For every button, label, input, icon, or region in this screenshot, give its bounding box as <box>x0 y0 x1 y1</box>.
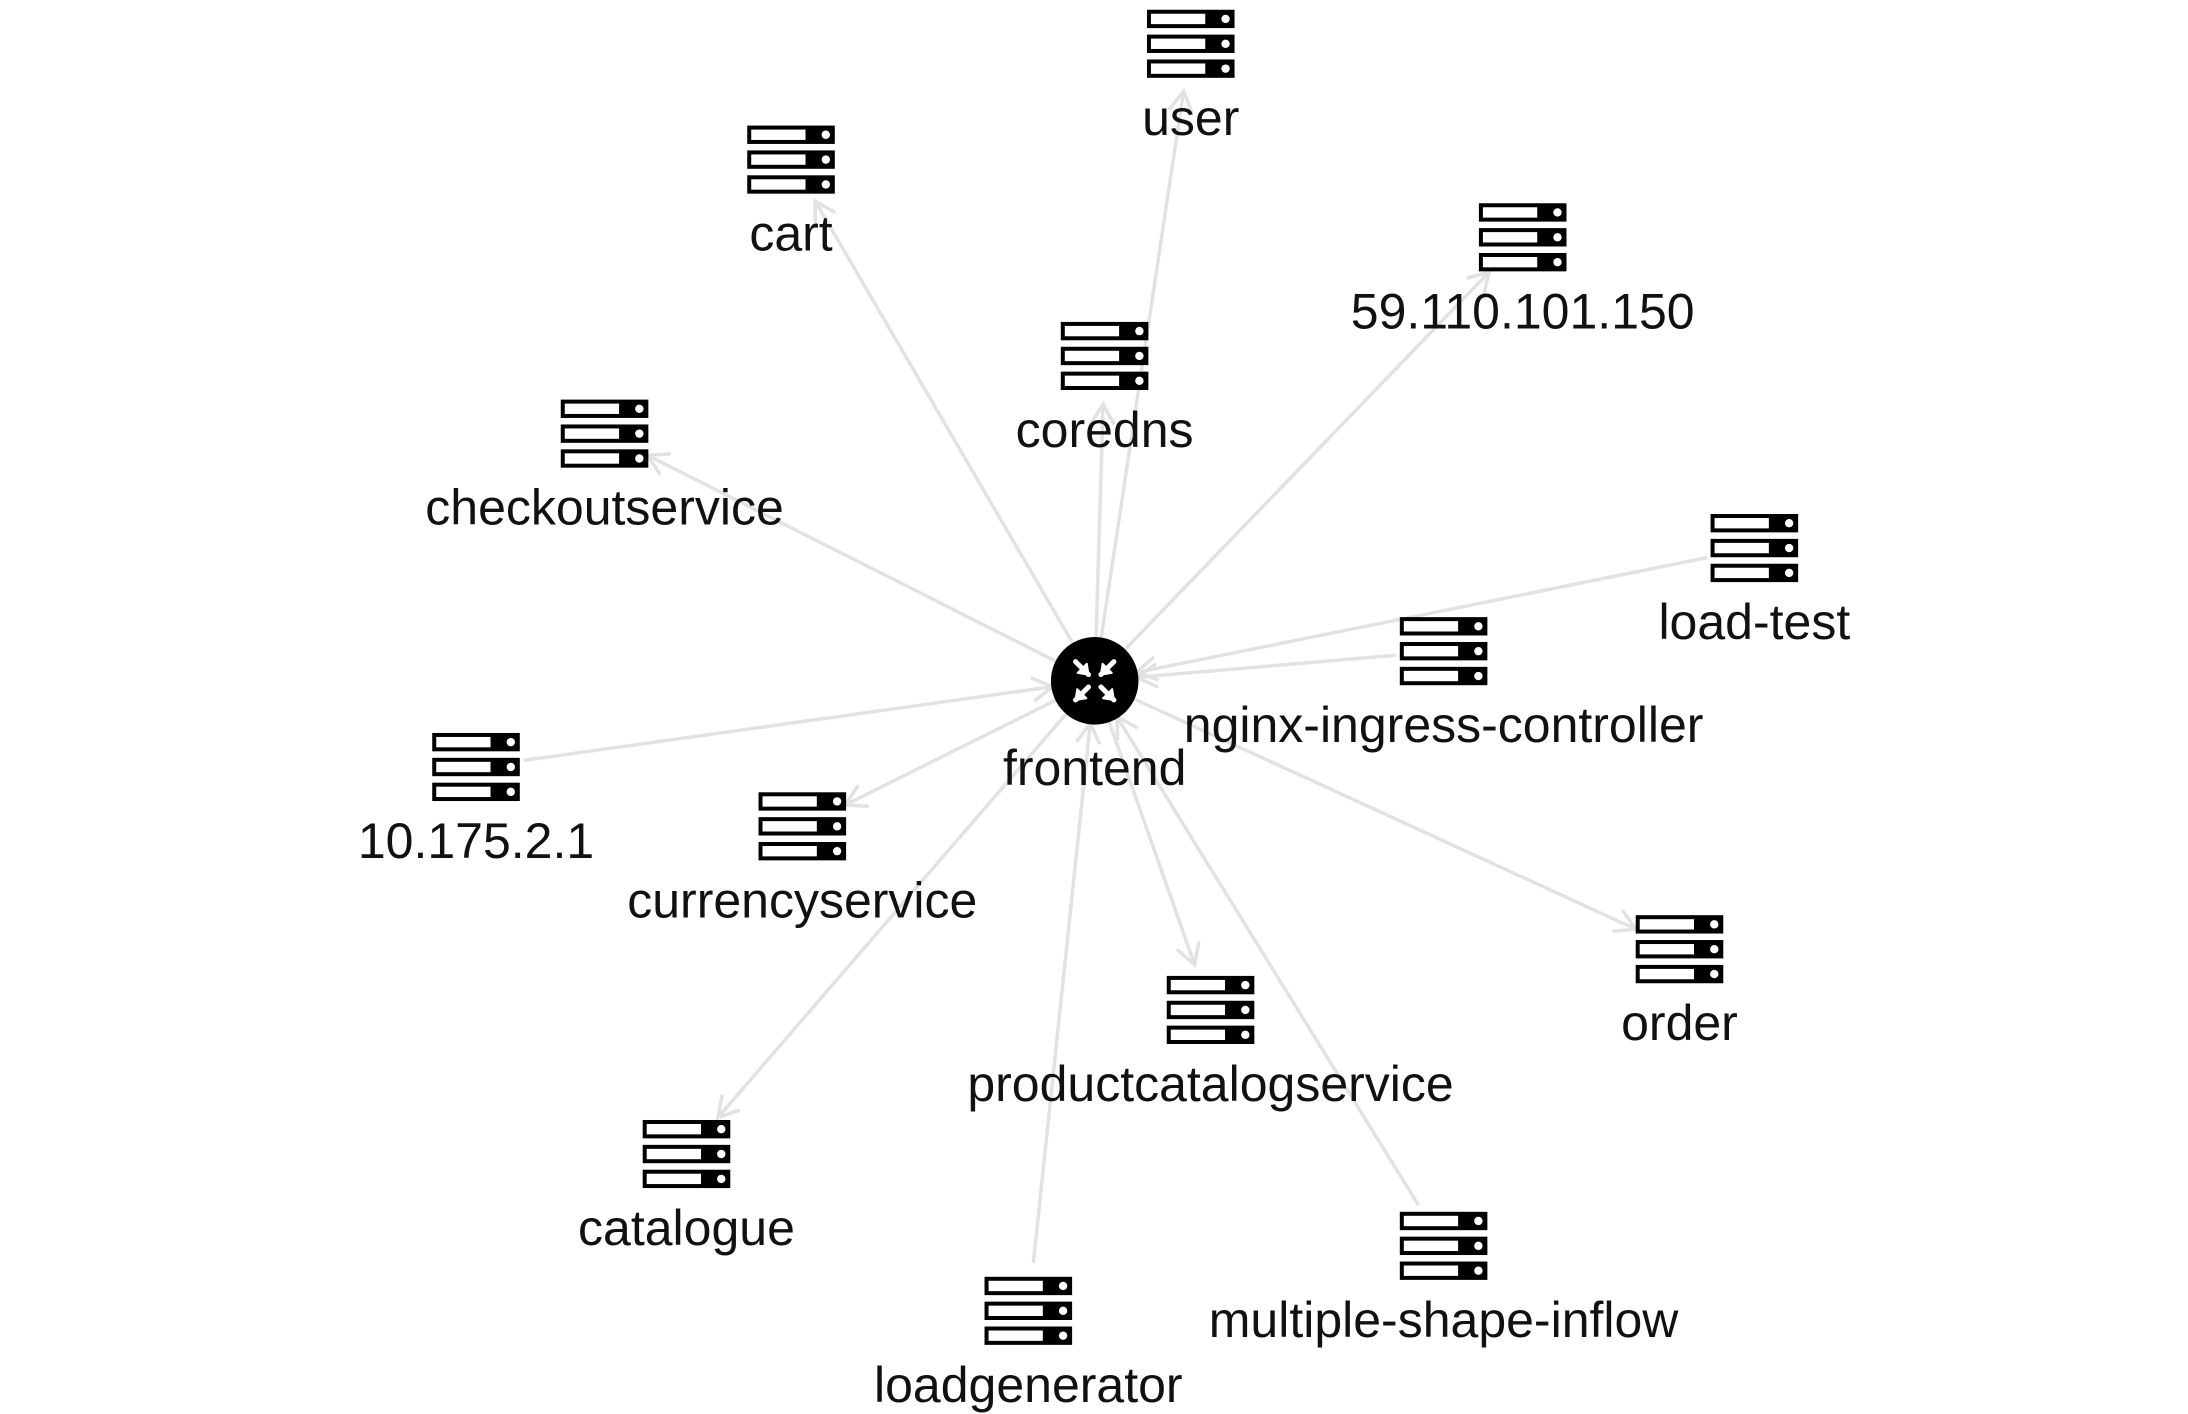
arrowhead <box>1089 400 1116 426</box>
edge-frontend-cart <box>813 198 1075 646</box>
node-label: order <box>1621 995 1738 1051</box>
nodes-layer: user cart 59.110.101.150 coredns checkoutser… <box>358 9 1850 1413</box>
server-icon <box>1399 617 1488 686</box>
node-nginx[interactable]: nginx-ingress-controller <box>1184 617 1704 753</box>
edge-frontend-coredns <box>1089 400 1116 639</box>
server-icon <box>1146 9 1235 78</box>
node-currencyservice[interactable]: currencyservice <box>627 792 977 928</box>
node-label: 59.110.101.150 <box>1351 283 1695 339</box>
node-checkoutservice[interactable]: checkoutservice <box>425 399 784 536</box>
node-ip-59[interactable]: 59.110.101.150 <box>1351 203 1695 339</box>
server-icon <box>1166 975 1255 1044</box>
node-ip-10[interactable]: 10.175.2.1 <box>358 732 594 869</box>
node-order[interactable]: order <box>1621 915 1738 1051</box>
router-icon <box>1050 637 1139 725</box>
node-label: 10.175.2.1 <box>358 813 594 869</box>
edges-layer <box>523 87 1708 1264</box>
node-cart[interactable]: cart <box>747 125 835 262</box>
edge-loadgenerator-frontend <box>1031 719 1101 1264</box>
arrowhead <box>1466 269 1492 295</box>
arrowhead <box>1176 941 1201 968</box>
node-label: catalogue <box>578 1200 795 1256</box>
node-label: nginx-ingress-controller <box>1184 697 1704 753</box>
server-icon <box>1399 1211 1488 1280</box>
node-label: loadgenerator <box>874 1357 1183 1413</box>
arrowhead <box>715 1094 741 1121</box>
node-label: currencyservice <box>627 872 977 928</box>
node-label: frontend <box>1003 740 1186 796</box>
edge-ip-10-frontend <box>523 676 1057 763</box>
server-icon <box>560 399 649 468</box>
node-catalogue[interactable]: catalogue <box>578 1119 795 1256</box>
server-icon <box>642 1119 731 1189</box>
server-icon <box>1478 203 1567 272</box>
node-label: user <box>1142 90 1239 146</box>
node-frontend[interactable]: frontend <box>1003 637 1186 796</box>
node-load-test[interactable]: load-test <box>1658 514 1850 650</box>
server-icon <box>432 732 520 802</box>
server-icon <box>1060 321 1149 390</box>
node-label: checkoutservice <box>425 480 784 536</box>
arrowhead <box>813 198 837 225</box>
node-user[interactable]: user <box>1142 9 1239 146</box>
node-label: multiple-shape-inflow <box>1209 1292 1680 1348</box>
server-icon <box>758 792 847 861</box>
node-label: productcatalogservice <box>967 1056 1453 1112</box>
arrowhead <box>1168 87 1194 114</box>
edge-frontend-catalogue <box>715 711 1069 1121</box>
edge-nginx-frontend <box>1133 653 1396 689</box>
server-icon <box>984 1276 1073 1345</box>
server-icon <box>747 125 835 194</box>
server-icon <box>1710 514 1799 583</box>
node-coredns[interactable]: coredns <box>1016 321 1194 458</box>
node-label: coredns <box>1016 402 1194 458</box>
node-label: load-test <box>1658 594 1850 650</box>
server-icon <box>1635 915 1724 984</box>
node-multiple-shape-inflow[interactable]: multiple-shape-inflow <box>1209 1211 1680 1348</box>
node-productcatalogservice[interactable]: productcatalogservice <box>967 975 1454 1112</box>
node-label: cart <box>749 206 832 262</box>
node-loadgenerator[interactable]: loadgenerator <box>874 1276 1183 1413</box>
edge-frontend-productcatalogservice <box>1107 720 1201 968</box>
edge-frontend-ip-59 <box>1122 269 1492 652</box>
